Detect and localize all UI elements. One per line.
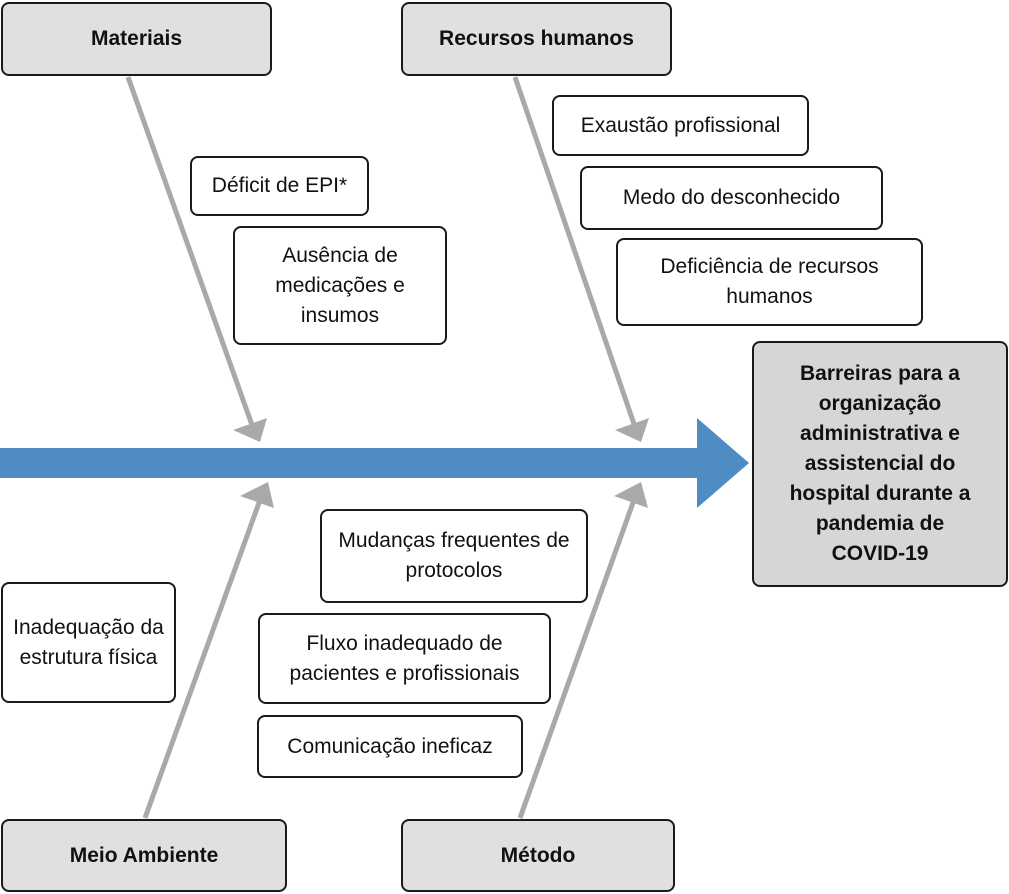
- cause-mudancas-protocolos: Mudanças frequentes de protocolos: [320, 509, 588, 603]
- cause-fluxo-inadequado: Fluxo inadequado de pacientes e profissi…: [258, 613, 551, 704]
- category-metodo: Método: [401, 819, 675, 892]
- cause-exaustao-profissional: Exaustão profissional: [552, 95, 809, 156]
- cause-deficiencia-recursos-humanos: Deficiência de recursos humanos: [616, 238, 923, 326]
- main-spine-arrow: [0, 418, 749, 508]
- meio-ambiente-bone-arrow: [142, 482, 274, 819]
- effect-box: Barreiras para a organização administrat…: [752, 341, 1008, 587]
- cause-deficit-epi: Déficit de EPI*: [190, 156, 369, 216]
- materiais-bone-arrow: [125, 76, 267, 442]
- cause-medo-desconhecido: Medo do desconhecido: [580, 166, 883, 230]
- category-materiais: Materiais: [1, 2, 272, 76]
- cause-ausencia-medicacoes: Ausência de medicações e insumos: [233, 226, 447, 345]
- cause-inadequacao-estrutura: Inadequação da estrutura física: [1, 582, 176, 703]
- metodo-bone-arrow: [517, 482, 648, 819]
- category-recursos-humanos: Recursos humanos: [401, 2, 672, 76]
- recursos-humanos-bone-arrow: [512, 76, 649, 442]
- category-meio-ambiente: Meio Ambiente: [1, 819, 287, 892]
- cause-comunicacao-ineficaz: Comunicação ineficaz: [257, 715, 523, 778]
